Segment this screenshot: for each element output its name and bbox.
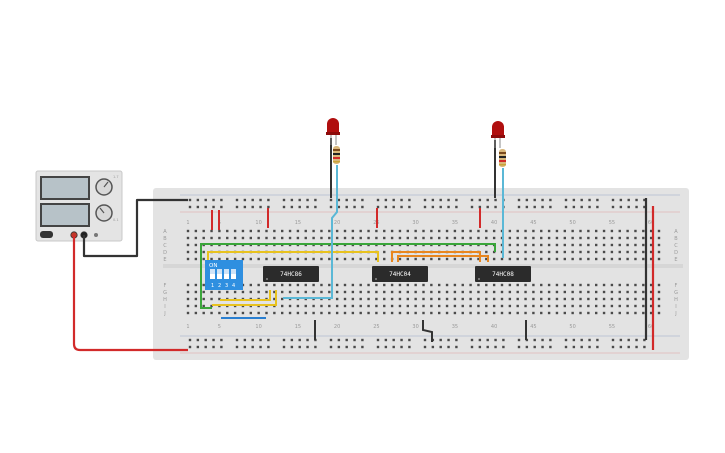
dip-number-3: 3 xyxy=(225,283,228,289)
column-number: 1 xyxy=(186,220,189,226)
wire-red-supply[interactable] xyxy=(72,235,188,352)
column-number: 1 xyxy=(186,324,189,330)
column-number: 55 xyxy=(609,220,615,226)
dip-number-1: 1 xyxy=(211,283,214,289)
led-2[interactable] xyxy=(491,121,505,148)
column-number: 5 xyxy=(218,324,221,330)
column-number: 30 xyxy=(412,220,418,226)
dip-switch[interactable]: ON 1 2 3 4 xyxy=(205,260,243,290)
power-supply[interactable]: 1.7 0.1 xyxy=(35,170,123,242)
voltage-knob-mark: 1.7 xyxy=(113,175,119,179)
row-letter: H xyxy=(163,297,167,303)
row-letter: A xyxy=(163,229,167,235)
column-number: 45 xyxy=(530,324,536,330)
row-letter: F xyxy=(675,283,678,289)
row-letter: J xyxy=(163,311,165,317)
row-letter: B xyxy=(674,236,678,242)
wire-black-rail-2[interactable] xyxy=(422,320,433,342)
column-number: 35 xyxy=(452,220,458,226)
chip-label: 74HC04 xyxy=(389,271,411,278)
wire-black-supply[interactable] xyxy=(82,198,188,258)
column-number: 50 xyxy=(569,220,575,226)
row-letter: E xyxy=(163,257,166,263)
resistor-1[interactable] xyxy=(333,146,340,164)
wire-cyan-led-1[interactable] xyxy=(283,165,338,299)
column-number: 40 xyxy=(491,220,497,226)
ground-terminal[interactable] xyxy=(94,233,98,237)
chip-74hc04[interactable]: 74HC04 xyxy=(372,266,428,282)
column-number: 20 xyxy=(334,220,340,226)
row-letter: B xyxy=(163,236,167,242)
column-number: 35 xyxy=(452,324,458,330)
column-number: 60 xyxy=(648,220,654,226)
row-letter: I xyxy=(675,304,676,310)
row-letter: G xyxy=(674,290,678,296)
row-letter: D xyxy=(674,250,678,256)
led-1[interactable] xyxy=(326,118,340,145)
chip-74hc08[interactable]: 74HC08 xyxy=(475,266,531,282)
row-letter: C xyxy=(163,243,167,249)
resistor-2[interactable] xyxy=(499,149,506,167)
power-switch[interactable] xyxy=(40,231,53,238)
current-knob-mark: 0.1 xyxy=(113,218,119,222)
row-letter: F xyxy=(164,283,167,289)
row-letter: E xyxy=(674,257,677,263)
column-number: 60 xyxy=(648,324,654,330)
wire-yellow-lower-2[interactable] xyxy=(212,290,277,306)
row-letter: C xyxy=(674,243,678,249)
dip-number-4: 4 xyxy=(232,283,235,289)
wire-orange-2[interactable] xyxy=(397,255,489,262)
chip-label: 74HC86 xyxy=(280,271,302,278)
column-number: 15 xyxy=(295,220,301,226)
column-number: 25 xyxy=(373,324,379,330)
row-letter: J xyxy=(674,311,676,317)
column-number: 40 xyxy=(491,324,497,330)
row-letter: G xyxy=(163,290,167,296)
column-number: 10 xyxy=(255,324,261,330)
chip-74hc86[interactable]: 74HC86 xyxy=(263,266,319,282)
chip-label: 74HC08 xyxy=(492,271,514,278)
breadboard-labels: 1155101015152020252530303535404045455050… xyxy=(163,194,680,354)
column-number: 15 xyxy=(295,324,301,330)
column-number: 30 xyxy=(412,324,418,330)
column-number: 20 xyxy=(334,324,340,330)
row-letter: D xyxy=(163,250,167,256)
row-letter: A xyxy=(674,229,678,235)
column-number: 55 xyxy=(609,324,615,330)
column-number: 50 xyxy=(569,324,575,330)
row-letter: I xyxy=(164,304,165,310)
dip-switch-on-label: ON xyxy=(209,263,217,269)
wire-yellow-lower-1[interactable] xyxy=(220,290,271,301)
dip-number-2: 2 xyxy=(218,283,221,289)
wire-green[interactable] xyxy=(200,243,496,309)
column-number: 45 xyxy=(530,220,536,226)
row-letter: H xyxy=(674,297,678,303)
column-number: 10 xyxy=(255,220,261,226)
